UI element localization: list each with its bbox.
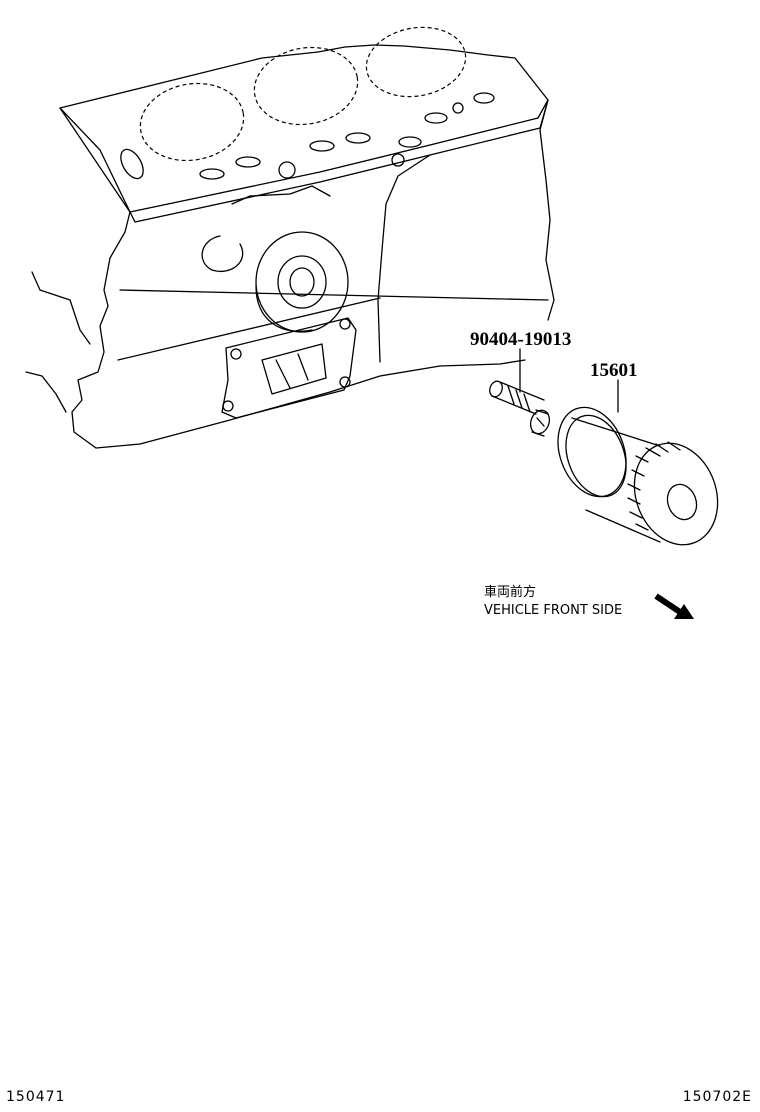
engine-block-illustration [25, 26, 555, 449]
vehicle-front-label-japanese: 車両前方 [484, 584, 536, 600]
figure-code-right: 150702E [682, 1089, 752, 1105]
union-bolt-illustration [489, 380, 551, 437]
part-number-oil-filter: 15601 [590, 360, 638, 381]
part-number-union-bolt: 90404-19013 [470, 329, 571, 350]
figure-code-left: 150471 [6, 1089, 66, 1105]
oil-filter-illustration [557, 406, 719, 546]
front-direction-arrow-icon [654, 593, 694, 619]
vehicle-front-label-english: VEHICLE FRONT SIDE [484, 603, 622, 618]
